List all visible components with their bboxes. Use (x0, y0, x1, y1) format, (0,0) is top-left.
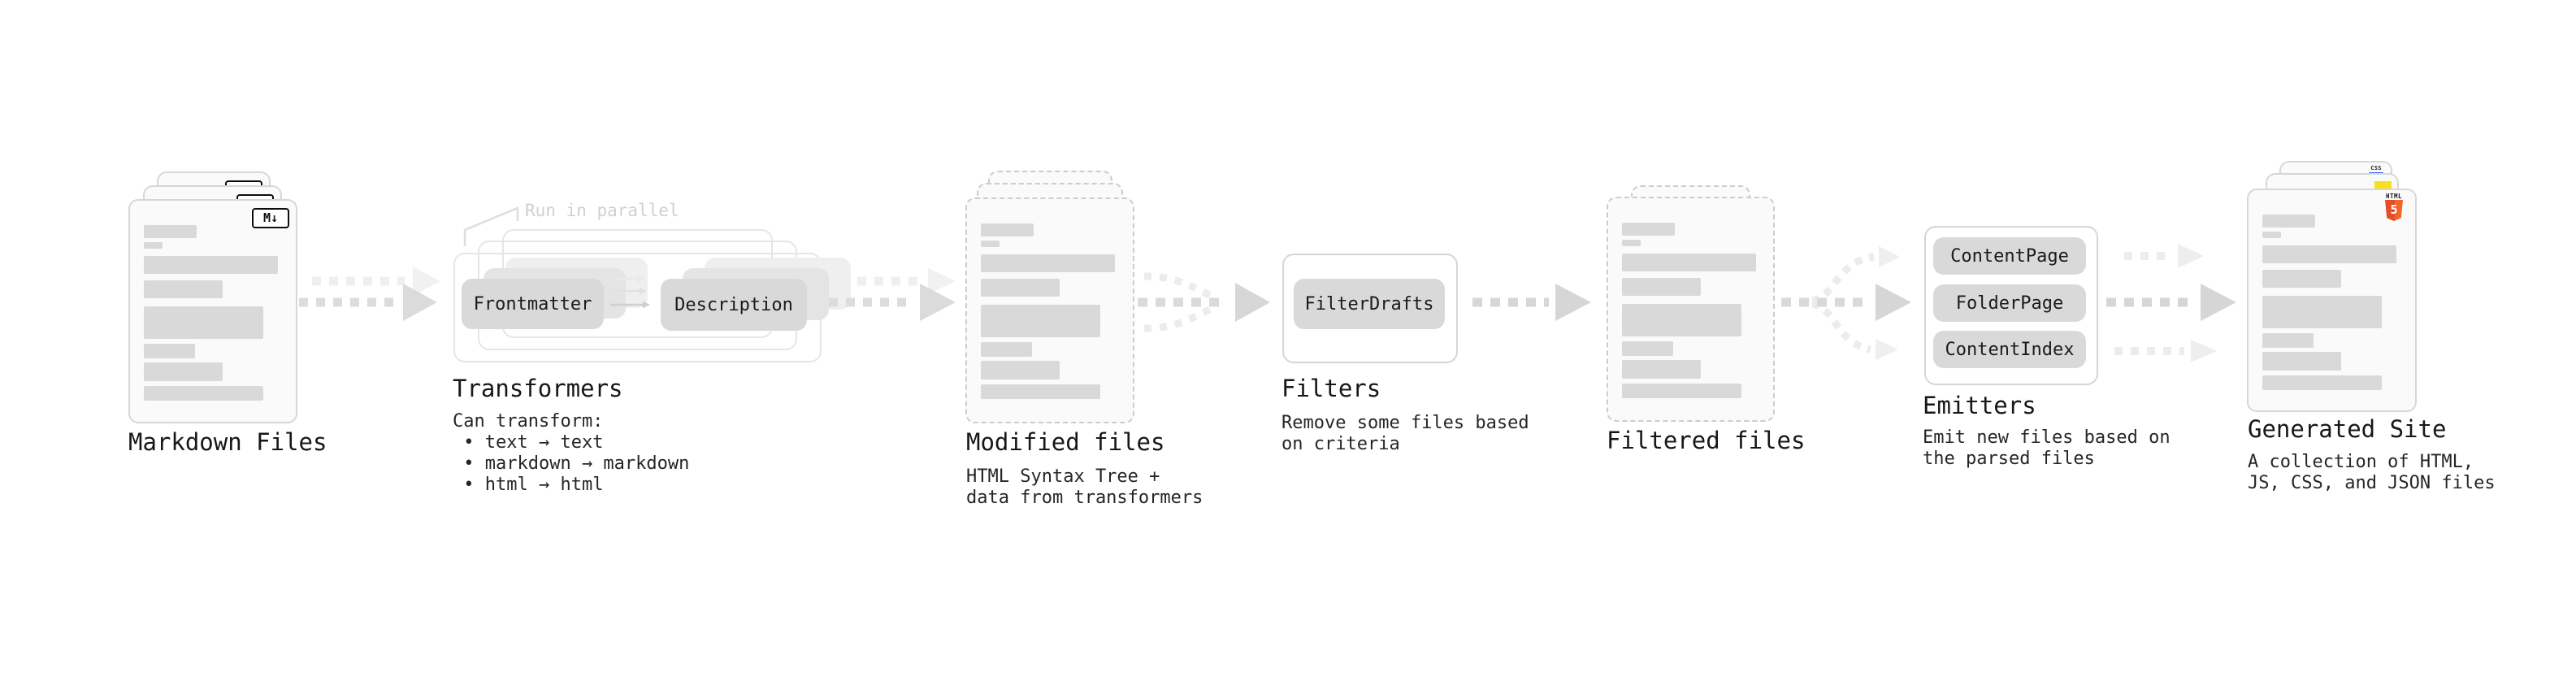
html5-icon-label: HTML (2385, 193, 2403, 200)
filterdrafts-pill: FilterDrafts (1294, 279, 1445, 329)
css-icon-label: CSS (2370, 165, 2382, 171)
arrow-markdown-to-transformers (299, 267, 440, 321)
doc-text-bars (1608, 198, 1773, 420)
generated-site-label: Generated Site (2248, 415, 2447, 443)
arrow-modified-to-filters-merge (1138, 272, 1270, 332)
contentpage-pill: ContentPage (1933, 237, 2086, 275)
markdown-file-card-front: M↓ (128, 199, 297, 423)
doc-text-bars (130, 201, 296, 422)
folderpage-pill: FolderPage (1933, 284, 2086, 322)
filtered-file-card-front (1607, 197, 1775, 422)
transformers-description: Can transform: • text → text • markdown … (453, 411, 690, 495)
filtered-files-label: Filtered files (1607, 427, 1806, 454)
arrows-emitters-to-generated (2106, 244, 2236, 362)
doc-text-bars (2249, 190, 2415, 410)
modified-file-card-front (965, 197, 1134, 423)
markdown-icon: M↓ (252, 208, 289, 228)
filters-description: Remove some files based on criteria (1281, 413, 1529, 454)
contentindex-pill: ContentIndex (1933, 331, 2086, 368)
transformer-flow-arrows (610, 275, 650, 309)
html5-icon-shield: 5 (2385, 200, 2403, 221)
arrow-transformers-to-modified (829, 268, 956, 321)
modified-files-description: HTML Syntax Tree + data from transformer… (966, 466, 1203, 508)
generated-site-description: A collection of HTML, JS, CSS, and JSON … (2248, 452, 2496, 493)
generated-file-card-front: HTML 5 (2247, 189, 2417, 412)
html5-icon: HTML 5 (2384, 193, 2404, 221)
markdown-files-label: Markdown Files (128, 428, 327, 456)
frontmatter-pill: Frontmatter (462, 279, 604, 329)
arrow-filtered-to-emitters-split (1781, 246, 1911, 360)
js-file-icon (2374, 181, 2392, 189)
modified-files-label: Modified files (966, 428, 1165, 456)
arrow-filters-to-filtered (1472, 284, 1591, 321)
run-in-parallel-leader-line (463, 206, 519, 246)
filters-label: Filters (1281, 375, 1381, 402)
description-pill: Description (661, 279, 807, 331)
transformers-label: Transformers (453, 375, 623, 402)
run-in-parallel-note: Run in parallel (525, 201, 679, 220)
doc-text-bars (967, 199, 1133, 422)
emitters-label: Emitters (1923, 392, 2036, 419)
emitters-description: Emit new files based on the parsed files (1923, 427, 2171, 469)
